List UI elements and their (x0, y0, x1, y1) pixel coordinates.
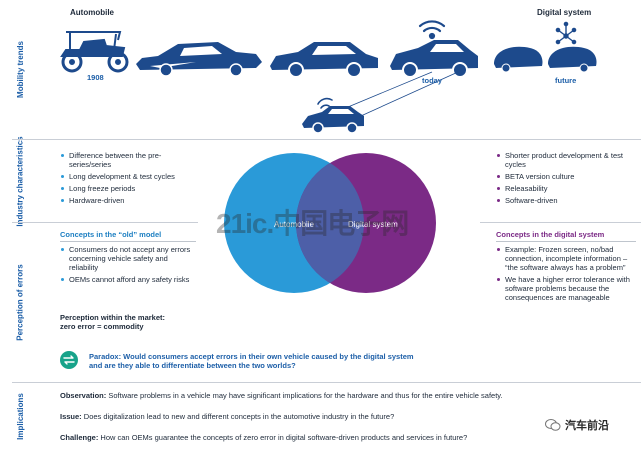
list-item: Software-driven (496, 196, 636, 205)
list-item: Releasability (496, 184, 636, 193)
digital-model-title: Concepts in the digital system (496, 230, 605, 239)
divider-mobility (12, 139, 641, 140)
industry-digital-list: Shorter product development & test cycle… (496, 151, 636, 208)
divider-industry-left (12, 222, 198, 223)
list-item: Hardware-driven (60, 196, 190, 205)
old-model-list: Consumers do not accept any errors conce… (60, 245, 196, 287)
section-label-perception: Perception of errors (15, 263, 25, 341)
list-item: Difference between the pre-series/series (60, 151, 190, 169)
observation-text: Software problems in a vehicle may have … (106, 391, 503, 400)
divider-perception (12, 382, 641, 383)
digital-model-list: Example: Frozen screen, no/bad connectio… (496, 245, 636, 305)
future-car-icon (494, 46, 597, 73)
issue-line: Issue: Does digitalization lead to new a… (60, 412, 394, 421)
small-car-icon (302, 106, 364, 134)
list-item: OEMs cannot afford any safety risks (60, 275, 196, 284)
list-item: Long freeze periods (60, 184, 190, 193)
wechat-icon (545, 419, 561, 431)
digital-model-rule (496, 241, 636, 242)
label-future: future (555, 76, 577, 85)
observation-label: Observation: (60, 391, 107, 400)
challenge-line: Challenge: How can OEMs guarantee the co… (60, 433, 467, 442)
section-label-implications: Implications (15, 393, 25, 440)
old-model-title: Concepts in the “old” model (60, 230, 162, 239)
list-item: Example: Frozen screen, no/bad connectio… (496, 245, 636, 272)
market-perception-value: zero error = commodity (60, 322, 144, 331)
list-item: BETA version culture (496, 172, 636, 181)
heading-digital-system: Digital system (537, 8, 592, 17)
swap-arrows-icon (60, 351, 78, 369)
brand-name: 汽车前沿 (565, 420, 609, 432)
small-wifi-icon (317, 97, 333, 109)
classic-car-icon (136, 42, 262, 77)
watermark-text: 21ic.中国电子网 (216, 208, 409, 239)
network-icon (555, 21, 577, 45)
label-today: today (422, 76, 443, 85)
paradox-text: Paradox: Would consumers accept errors i… (89, 352, 414, 370)
venn-label-automobile: Automobile (274, 220, 315, 229)
market-perception: Perception within the market: zero error… (60, 313, 210, 331)
heading-automobile: Automobile (70, 8, 114, 17)
brand-logo: 汽车前沿 (545, 417, 609, 433)
old-model-rule (60, 241, 196, 242)
label-1908: 1908 (87, 73, 104, 82)
connection-lines (335, 71, 459, 121)
connected-car-icon (390, 40, 478, 78)
modern-car-icon (270, 42, 378, 78)
venn-overlap (296, 163, 364, 283)
industry-automobile-list: Difference between the pre-series/series… (60, 151, 190, 208)
mobility-illustration (60, 20, 597, 134)
list-item: We have a higher error tolerance with so… (496, 275, 636, 302)
market-perception-label: Perception within the market: (60, 313, 166, 322)
issue-text: Does digitalization lead to new and diff… (81, 412, 395, 421)
list-item: Long development & test cycles (60, 172, 190, 181)
challenge-text: How can OEMs guarantee the concepts of z… (98, 433, 468, 442)
section-label-industry: Industry characteristics (15, 136, 25, 227)
list-item: Consumers do not accept any errors conce… (60, 245, 196, 272)
challenge-label: Challenge: (60, 433, 99, 442)
observation-line: Observation: Software problems in a vehi… (60, 391, 503, 400)
issue-label: Issue: (60, 412, 82, 421)
wifi-icon (418, 20, 446, 40)
list-item: Shorter product development & test cycle… (496, 151, 636, 169)
venn-label-digital: Digital system (348, 220, 398, 229)
vintage-car-icon (60, 31, 129, 73)
venn-diagram: Automobile Digital system (224, 153, 436, 293)
divider-industry-right (480, 222, 641, 223)
